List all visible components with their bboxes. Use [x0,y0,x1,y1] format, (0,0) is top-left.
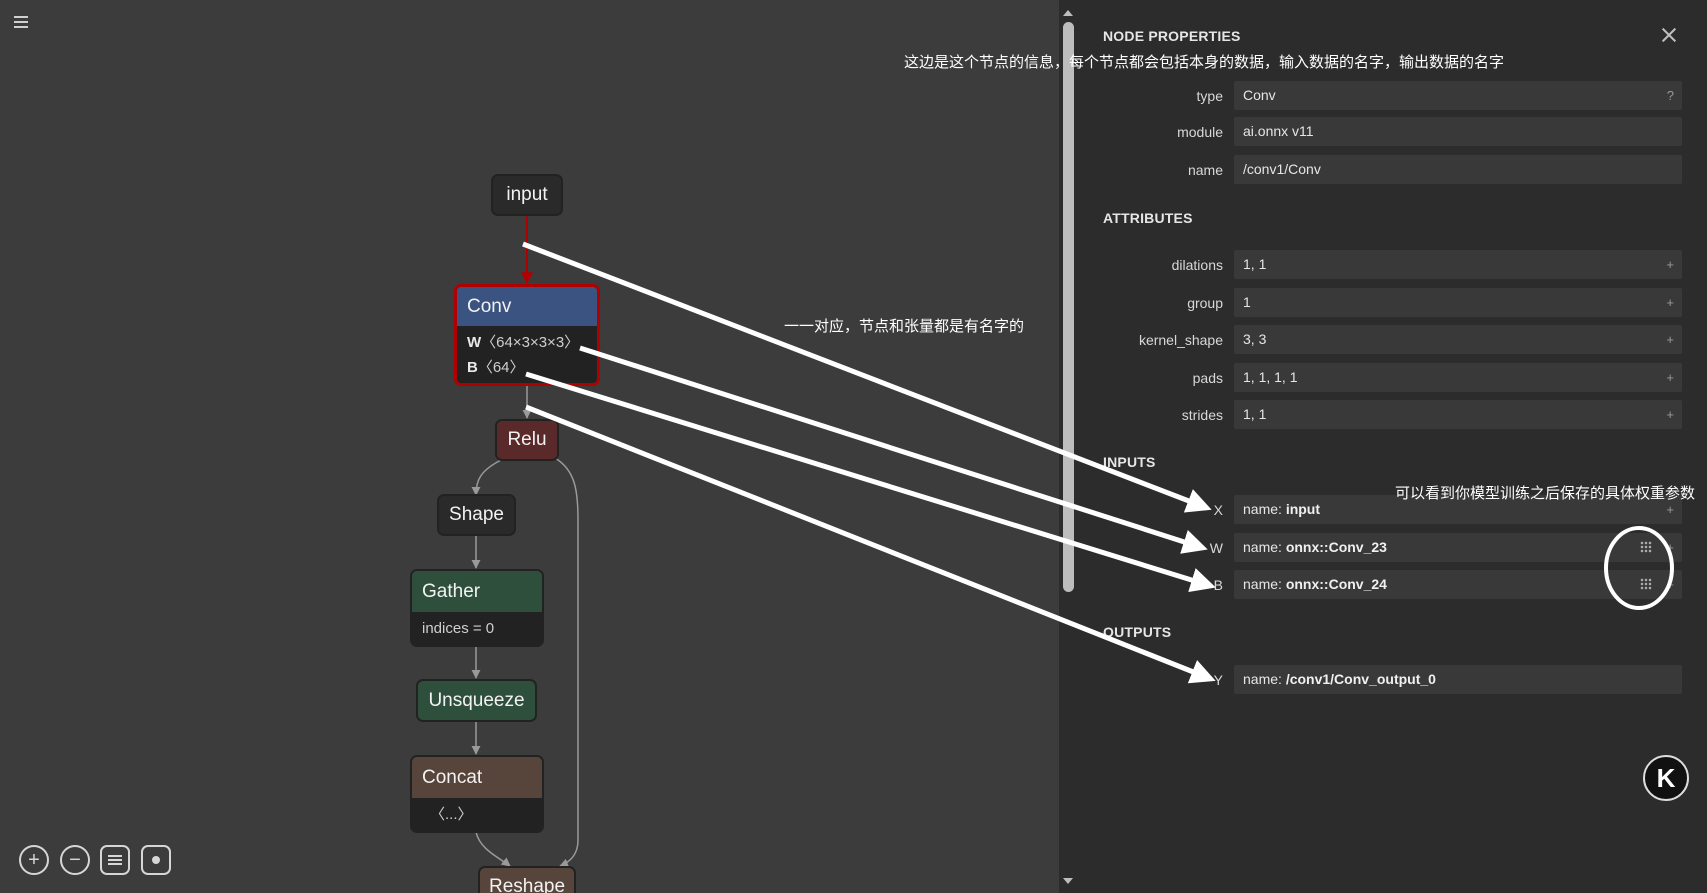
node-conv-weight-key: W [467,334,482,351]
scroll-down-icon[interactable] [1063,878,1073,884]
node-conv-weight-shape: 〈64×3×3×3〉 [481,334,580,351]
expand-icon[interactable]: + [1666,295,1674,310]
node-shape-label: Shape [449,504,504,525]
node-gather[interactable]: Gather indices = 0 [410,569,544,647]
expand-icon[interactable]: + [1666,332,1674,347]
prop-module-label: module [1177,124,1223,140]
tensor-data-icon[interactable] [1640,578,1652,590]
expand-icon[interactable]: + [1666,502,1674,517]
tensor-data-icon[interactable] [1640,541,1652,553]
edge-relu-shape [471,457,506,496]
prop-module-value[interactable]: ai.onnx v11 [1234,117,1682,146]
input-x-label: X [1213,502,1223,518]
node-reshape[interactable]: Reshape [478,866,576,893]
input-w-name: onnx::Conv_23 [1285,539,1387,555]
attr-strides-label: strides [1181,407,1223,423]
attr-group-text: 1 [1243,294,1251,310]
menu-icon[interactable] [14,16,28,28]
input-b-label: B [1213,577,1223,593]
input-b-value[interactable]: name: onnx::Conv_24 + [1234,570,1682,599]
node-reshape-label: Reshape [488,876,566,893]
outputs-title: OUTPUTS [1103,624,1172,640]
node-input[interactable]: input [491,174,563,216]
graph-canvas[interactable]: input Conv W〈64×3×3×3〉 B〈64〉 Relu Shape … [0,0,1059,893]
annotation-right: 可以看到你模型训练之后保存的具体权重参数 [1395,484,1696,502]
k-logo: K [1643,755,1689,801]
node-conv-bias-shape: 〈64〉 [477,359,525,376]
attr-kernel-shape-text: 3, 3 [1243,331,1267,347]
node-conv-bias: B〈64〉 [467,355,587,380]
input-w-prefix: name: [1243,539,1286,555]
list-icon [108,853,122,867]
node-concat-title: Concat [412,757,542,798]
prop-name-label: name [1187,162,1223,178]
attr-pads-text: 1, 1, 1, 1 [1243,369,1298,385]
node-gather-attr: indices = 0 [412,612,542,645]
help-icon[interactable]: ? [1666,88,1674,103]
input-w-label: W [1209,540,1223,556]
node-concat[interactable]: Concat 〈...〉 [410,755,544,833]
input-w-value[interactable]: name: onnx::Conv_23 + [1234,533,1682,562]
annotation-top: 这边是这个节点的信息，每个节点都会包括本身的数据，输入数据的名字，输出数据的名字 [904,53,1505,71]
node-conv-title: Conv [457,287,597,326]
prop-type-label: type [1196,88,1223,104]
expand-icon[interactable]: + [1666,577,1674,592]
attr-group-label: group [1187,295,1223,311]
node-relu[interactable]: Relu [495,419,559,461]
input-x-name: input [1285,501,1321,517]
zoom-out-button[interactable]: − [60,845,90,875]
attributes-title: ATTRIBUTES [1103,210,1193,226]
prop-type-text: Conv [1243,87,1276,103]
fit-view-button[interactable] [141,845,171,875]
attr-group-value[interactable]: 1+ [1234,288,1682,317]
node-input-label: input [506,184,548,205]
attr-pads-value[interactable]: 1, 1, 1, 1 + [1234,363,1682,392]
scroll-thumb[interactable] [1063,22,1074,592]
attr-pads-label: pads [1192,370,1223,386]
input-x-value[interactable]: name: input + [1234,495,1682,524]
prop-type-value[interactable]: Conv? [1234,81,1682,110]
input-x-prefix: name: [1243,501,1286,517]
annotation-middle: 一一对应，节点和张量都是有名字的 [784,317,1025,335]
expand-icon[interactable]: + [1666,257,1674,272]
input-b-prefix: name: [1243,576,1286,592]
expand-icon[interactable]: + [1666,370,1674,385]
node-gather-title: Gather [412,571,542,612]
attr-dilations-label: dilations [1171,257,1223,273]
expand-icon[interactable]: + [1666,407,1674,422]
node-conv-attrs: W〈64×3×3×3〉 B〈64〉 [457,326,597,383]
node-shape[interactable]: Shape [437,494,516,536]
node-conv[interactable]: Conv W〈64×3×3×3〉 B〈64〉 [454,284,600,386]
output-y-name: /conv1/Conv_output_0 [1285,671,1436,687]
close-icon[interactable] [1660,26,1678,44]
node-conv-bias-key: B [467,359,478,376]
attr-strides-text: 1, 1 [1243,406,1267,422]
node-relu-label: Relu [507,429,547,450]
prop-name-value[interactable]: /conv1/Conv [1234,155,1682,184]
scroll-up-icon[interactable] [1063,10,1073,16]
target-icon [152,856,160,864]
node-concat-attr: 〈...〉 [412,798,542,831]
node-unsqueeze-label: Unsqueeze [428,689,525,711]
node-conv-weight: W〈64×3×3×3〉 [467,330,587,355]
attr-kernel-shape-label: kernel_shape [1138,332,1223,348]
expand-icon[interactable]: + [1666,540,1674,555]
edge-concat-reshape [475,831,511,867]
edge-relu-reshape [554,457,579,868]
attr-strides-value[interactable]: 1, 1 + [1234,400,1682,429]
output-y-prefix: name: [1243,671,1286,687]
zoom-in-button[interactable]: + [19,845,49,875]
attr-kernel-shape-value[interactable]: 3, 3 + [1234,325,1682,354]
list-view-button[interactable] [100,845,130,875]
inputs-title: INPUTS [1103,454,1156,470]
properties-title: NODE PROPERTIES [1103,28,1241,44]
attr-dilations-value[interactable]: 1, 1 + [1234,250,1682,279]
output-y-label: Y [1213,672,1223,688]
output-y-value[interactable]: name: /conv1/Conv_output_0 [1234,665,1682,694]
attr-dilations-text: 1, 1 [1243,256,1267,272]
input-b-name: onnx::Conv_24 [1285,576,1387,592]
node-unsqueeze[interactable]: Unsqueeze [416,679,537,722]
